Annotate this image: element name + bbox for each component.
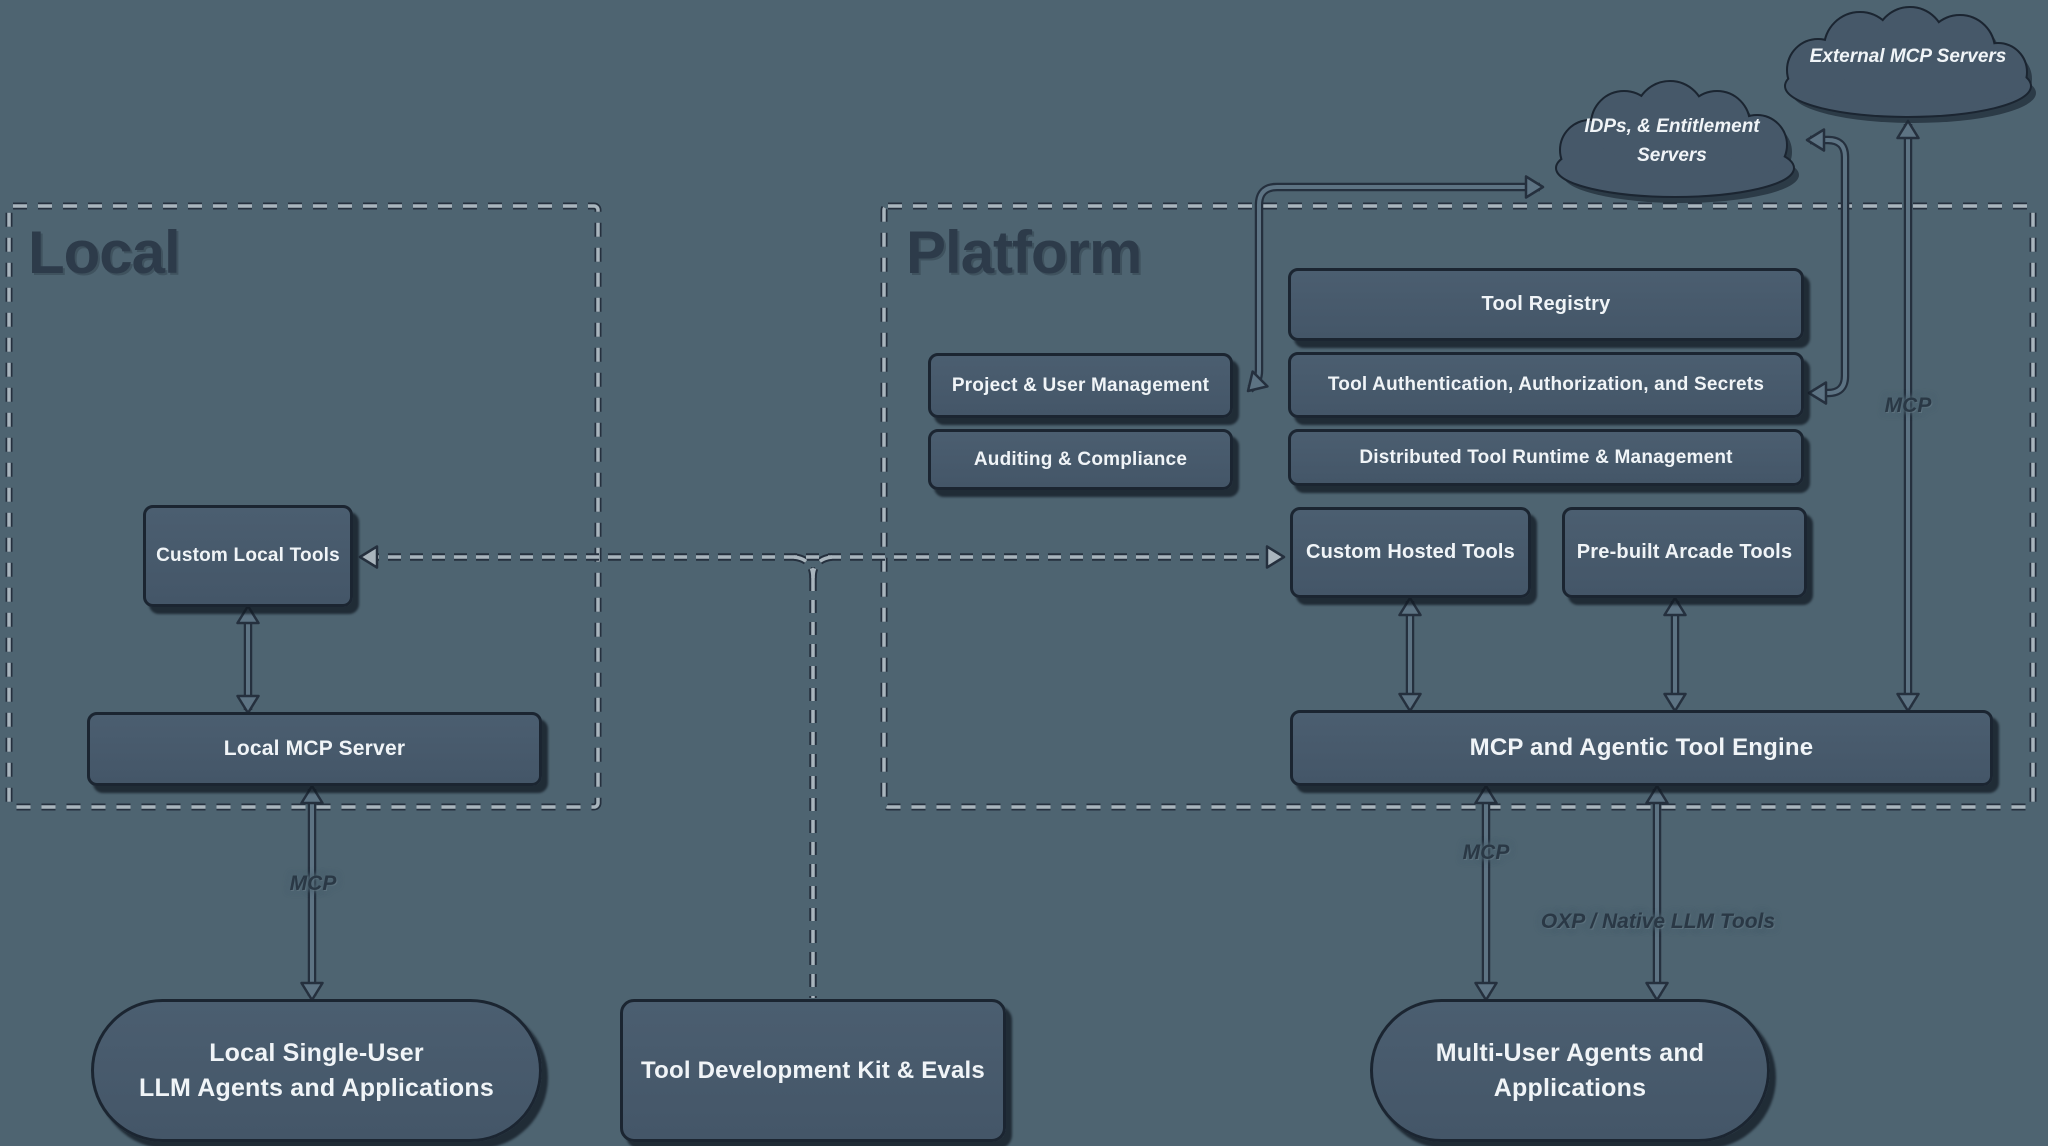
idps-cloud-label-line1: IDPs, & Entitlement: [1584, 116, 1760, 137]
idps-cloud: [1555, 80, 1799, 203]
node-project-user-management-label: Project & User Management: [951, 374, 1210, 396]
node-custom-hosted-tools-label: Custom Hosted Tools: [1306, 541, 1515, 563]
node-local-single-user-agents: Local Single-User LLM Agents and Applica…: [91, 999, 542, 1142]
local-section-title: Local: [28, 219, 181, 286]
node-custom-local-tools: Custom Local Tools: [143, 505, 353, 607]
node-custom-local-tools-label: Custom Local Tools: [156, 545, 340, 566]
node-auditing-compliance-label: Auditing & Compliance: [973, 448, 1188, 470]
platform-section-title: Platform: [906, 219, 1142, 286]
edge-label-engine-mcp: MCP: [1462, 841, 1510, 864]
solid-connectors: [236, 119, 1920, 1002]
node-multi-user-line1: Multi-User Agents and: [1435, 1038, 1705, 1067]
external-mcp-cloud-label: External MCP Servers: [1809, 46, 2007, 67]
idps-cloud-label-line2: Servers: [1637, 145, 1707, 166]
node-tool-dev-kit: Tool Development Kit & Evals: [620, 999, 1006, 1142]
node-prebuilt-arcade-tools-label: Pre-built Arcade Tools: [1576, 541, 1793, 563]
node-project-user-management: Project & User Management: [928, 353, 1233, 418]
node-multi-user-agents: Multi-User Agents and Applications: [1370, 999, 1770, 1142]
node-tool-auth-label: Tool Authentication, Authorization, and …: [1327, 374, 1765, 395]
idps-cloud-label: IDPs, & Entitlement Servers: [1552, 112, 1792, 170]
external-mcp-cloud: [1784, 6, 2036, 123]
node-mcp-engine-label: MCP and Agentic Tool Engine: [1469, 734, 1814, 761]
node-multi-user-line2: Applications: [1493, 1073, 1647, 1102]
local-section-border: [5, 202, 602, 811]
edge-label-oxp: OXP / Native LLM Tools: [1540, 910, 1776, 933]
node-distributed-runtime: Distributed Tool Runtime & Management: [1288, 429, 1804, 486]
edge-label-local-mcp: MCP: [289, 872, 337, 895]
node-tool-registry: Tool Registry: [1288, 268, 1804, 341]
node-prebuilt-arcade-tools: Pre-built Arcade Tools: [1562, 507, 1807, 598]
node-local-single-user-line1: Local Single-User: [209, 1038, 424, 1067]
node-tool-auth: Tool Authentication, Authorization, and …: [1288, 352, 1804, 418]
node-distributed-runtime-label: Distributed Tool Runtime & Management: [1359, 446, 1733, 468]
dashed-tools-connector: [358, 545, 1286, 998]
node-mcp-engine: MCP and Agentic Tool Engine: [1290, 710, 1993, 786]
node-custom-hosted-tools: Custom Hosted Tools: [1290, 507, 1531, 598]
edge-label-external-mcp: MCP: [1884, 394, 1932, 417]
node-local-mcp-server: Local MCP Server: [87, 712, 542, 786]
node-tool-registry-label: Tool Registry: [1481, 293, 1611, 315]
node-auditing-compliance: Auditing & Compliance: [928, 429, 1233, 490]
node-tool-dev-kit-label: Tool Development Kit & Evals: [641, 1056, 985, 1084]
node-local-single-user-line2: LLM Agents and Applications: [139, 1073, 494, 1102]
node-local-mcp-server-label: Local MCP Server: [223, 737, 406, 760]
